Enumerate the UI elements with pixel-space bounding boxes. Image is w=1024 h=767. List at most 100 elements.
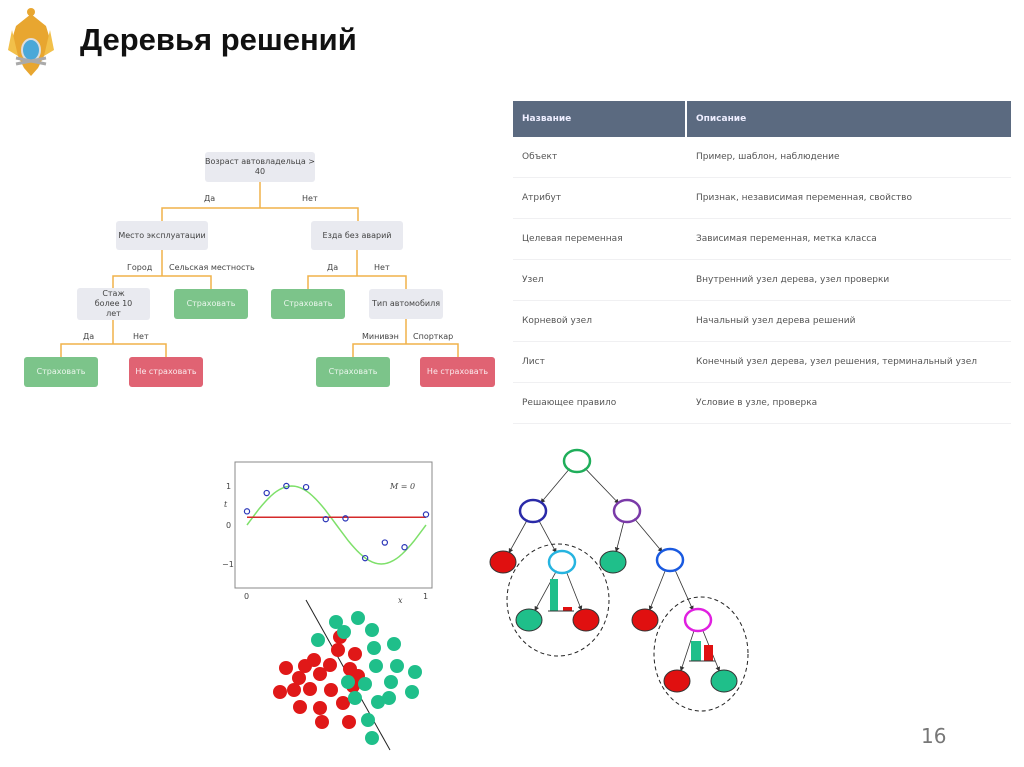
edge-label-no: Нет [133, 332, 149, 341]
plot-annotation: M = 0 [389, 482, 415, 491]
red-class-point [279, 661, 293, 675]
red-class-point [336, 696, 350, 710]
data-point [381, 539, 389, 546]
teal-class-point [337, 625, 351, 639]
internal-node [518, 498, 548, 524]
x-axis-label: x [398, 596, 403, 605]
term-name: Узел [522, 275, 544, 285]
terms-table: Название Описание Объект Пример, шаблон, … [513, 101, 1011, 424]
red-class-point [315, 715, 329, 729]
leaf-node [515, 608, 543, 632]
edge-label-no: Нет [302, 194, 318, 203]
class-distribution-bar [691, 641, 701, 661]
y-tick-label: −1 [222, 560, 234, 569]
teal-class-point [348, 691, 362, 705]
term-name: Объект [522, 152, 558, 162]
pruned-subtree-outline [653, 596, 749, 712]
class-distribution-bar [550, 579, 558, 611]
tree-edge-arrow [584, 467, 620, 504]
tree-edge-arrow [565, 571, 583, 611]
slide-title: Деревья решений [80, 22, 357, 57]
node-experience: Стаж более 10 лет [77, 288, 150, 320]
red-class-point [292, 671, 306, 685]
pruned-subtree-outline [506, 543, 610, 657]
edge-label-minivan: Минивэн [362, 332, 399, 341]
tree-edge-arrow [538, 519, 557, 554]
red-class-point [331, 643, 345, 657]
edge-label-yes: Да [204, 194, 216, 203]
internal-node [562, 448, 592, 474]
leaf-do-not-insure: Не страховать [129, 357, 203, 387]
tree-edge-arrow [534, 570, 557, 612]
table-row: Решающее правило Условие в узле, проверка [513, 383, 1011, 424]
red-class-point [303, 682, 317, 696]
node-no-accidents: Езда без аварий [311, 221, 403, 250]
leaf-node [710, 669, 738, 693]
teal-class-point [387, 637, 401, 651]
term-name: Решающее правило [522, 398, 617, 408]
red-class-point [323, 658, 337, 672]
tree-pruning-diagram [489, 448, 749, 712]
term-description: Зависимая переменная, метка класса [685, 219, 1011, 259]
red-class-point [342, 715, 356, 729]
emblem-logo [8, 8, 54, 76]
term-name: Корневой узел [522, 316, 592, 326]
data-point [263, 489, 270, 497]
term-description: Пример, шаблон, наблюдение [685, 137, 1011, 177]
data-point [302, 483, 310, 491]
teal-class-point [311, 633, 325, 647]
edge-label-city: Город [127, 263, 153, 272]
y-tick-label: 1 [226, 482, 231, 491]
teal-class-point [361, 713, 375, 727]
tree-edge-arrow [674, 568, 694, 611]
leaf-node [572, 608, 600, 632]
table-row: Объект Пример, шаблон, наблюдение [513, 137, 1011, 178]
tree-edge-arrow [508, 519, 528, 554]
leaf-node [489, 550, 517, 574]
node-owner-age: Возраст автовладельца > 40 [205, 152, 315, 182]
term-description: Условие в узле, проверка [685, 383, 1011, 423]
red-class-point [287, 683, 301, 697]
leaf-node [663, 669, 691, 693]
internal-node [683, 607, 713, 633]
leaf-node [599, 550, 627, 574]
term-description: Внутренний узел дерева, узел проверки [685, 260, 1011, 300]
node-car-type: Тип автомобиля [369, 289, 443, 319]
data-point [342, 515, 349, 522]
leaf-insure: Страховать [271, 289, 345, 319]
table-header-row: Название Описание [513, 101, 1011, 137]
red-class-point [324, 683, 338, 697]
x-tick-label: 1 [423, 592, 428, 601]
polynomial-fit-plot: M = 0 t x 0 1 1 0 −1 [222, 461, 433, 605]
y-tick-label: 0 [226, 521, 231, 530]
teal-class-point [384, 675, 398, 689]
red-class-point [273, 685, 287, 699]
y-axis-label: t [224, 500, 228, 509]
data-point [401, 544, 408, 551]
internal-node [655, 547, 685, 573]
data-point [361, 554, 369, 562]
table-row: Узел Внутренний узел дерева, узел проверк… [513, 260, 1011, 301]
teal-class-point [367, 641, 381, 655]
table-row: Целевая переменная Зависимая переменная, … [513, 219, 1011, 260]
teal-class-point [329, 615, 343, 629]
edge-label-yes: Да [327, 263, 339, 272]
x-tick-label: 0 [244, 592, 249, 601]
tree-edge-arrow [540, 468, 571, 504]
leaf-insure: Страховать [316, 357, 390, 387]
teal-class-point [358, 677, 372, 691]
leaf-insure: Страховать [24, 357, 98, 387]
tree-edge-arrow [679, 629, 695, 672]
plot-frame [234, 461, 433, 589]
tree-edge-arrow [648, 569, 667, 611]
column-header-description: Описание [685, 101, 1011, 137]
red-class-point [313, 667, 327, 681]
term-name: Лист [522, 357, 545, 367]
node-usage-place: Место эксплуатации [116, 221, 208, 250]
term-name: Целевая переменная [522, 234, 623, 244]
edge-label-yes: Да [83, 332, 95, 341]
data-point [322, 515, 329, 523]
teal-class-point [369, 659, 383, 673]
